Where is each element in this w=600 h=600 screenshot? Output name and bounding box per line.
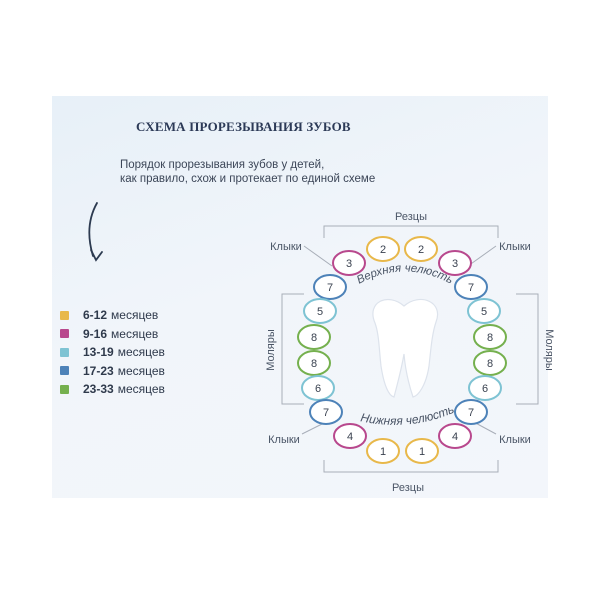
tooth: 7 [309, 399, 343, 425]
tooth: 8 [473, 350, 507, 376]
legend-range: 6-12 [83, 308, 108, 323]
tooth-number: 1 [380, 446, 386, 458]
tooth-number: 5 [481, 306, 487, 318]
tooth: 5 [467, 298, 501, 324]
upper-left-canine-leader [303, 245, 333, 267]
lower-jaw-label: Нижняя челюсть [359, 402, 456, 428]
subtitle-line-1: Порядок прорезывания зубов у детей, [120, 159, 325, 171]
tooth-number: 8 [487, 332, 493, 344]
curved-arrow-icon [88, 202, 103, 262]
legend-range: 17-23 [83, 363, 114, 378]
lower-jaw-text: Нижняя челюсть [359, 402, 456, 428]
legend-item: 6-12 месяцев [60, 306, 165, 325]
subtitle: Порядок прорезывания зубов у детей, как … [120, 158, 420, 186]
legend-swatch [60, 347, 69, 357]
right-molars-bracket [516, 293, 539, 405]
left-molars-bracket [281, 293, 304, 405]
tooth: 7 [313, 274, 347, 300]
tooth: 6 [301, 375, 335, 401]
legend-range: 23-33 [83, 382, 114, 397]
tooth-number: 8 [487, 358, 493, 370]
tooth-number: 8 [311, 358, 317, 370]
tooth-number: 7 [323, 407, 329, 419]
tooth: 7 [454, 399, 488, 425]
tooth: 7 [454, 274, 488, 300]
tooth-number: 8 [311, 332, 317, 344]
tooth-number: 4 [452, 431, 458, 443]
legend-unit: месяцев [117, 345, 165, 360]
legend-item: 23-33 месяцев [60, 380, 165, 399]
lower-right-canines-label: Клыки [499, 434, 531, 446]
legend-swatch [60, 310, 69, 320]
lower-left-canines-label: Клыки [268, 434, 300, 446]
tooth: 8 [297, 324, 331, 350]
page-title: СХЕМА ПРОРЕЗЫВАНИЯ ЗУБОВ [136, 119, 351, 134]
tooth-number: 6 [482, 383, 488, 395]
legend-unit: месяцев [111, 308, 159, 323]
tooth-number: 2 [418, 244, 424, 256]
legend-item: 13-19 месяцев [60, 343, 165, 362]
tooth-number: 1 [419, 446, 425, 458]
tooth-number: 7 [468, 407, 474, 419]
legend-item: 9-16 месяцев [60, 325, 165, 344]
lower-incisors-label: Резцы [392, 482, 424, 494]
bracket-lines [281, 225, 539, 473]
legend-swatch [60, 366, 69, 376]
subtitle-line-2: как правило, схож и протекает по единой … [120, 173, 376, 185]
lower-incisors-bracket [323, 460, 499, 473]
tooth: 8 [473, 324, 507, 350]
legend-unit: месяцев [117, 382, 165, 397]
tooth-number: 5 [317, 306, 323, 318]
tooth-number: 3 [452, 258, 458, 270]
tooth-number: 6 [315, 383, 321, 395]
right-molars-label: Моляры [543, 329, 555, 371]
upper-right-canine-leader [467, 245, 497, 267]
tooth-number: 7 [468, 282, 474, 294]
tooth: 2 [366, 236, 400, 262]
legend-swatch [60, 384, 69, 394]
tooth: 1 [366, 438, 400, 464]
tooth: 4 [438, 423, 472, 449]
tooth: 5 [303, 298, 337, 324]
tooth: 8 [297, 350, 331, 376]
legend-swatch [60, 329, 69, 339]
legend-unit: месяцев [111, 326, 159, 341]
tooth: 3 [332, 250, 366, 276]
upper-right-canines-label: Клыки [499, 241, 531, 253]
left-molars-label: Моляры [265, 329, 277, 371]
legend-item: 17-23 месяцев [60, 362, 165, 381]
tooth-number: 4 [347, 431, 353, 443]
upper-incisors-bracket [323, 225, 499, 238]
tooth-number: 7 [327, 282, 333, 294]
legend-range: 13-19 [83, 345, 114, 360]
legend-unit: месяцев [117, 363, 165, 378]
lower-teeth: 8 8 6 6 7 7 4 4 [297, 350, 507, 464]
legend-range: 9-16 [83, 326, 108, 341]
tooth: 6 [468, 375, 502, 401]
tooth-number: 2 [380, 244, 386, 256]
tooth: 4 [333, 423, 367, 449]
tooth: 2 [404, 236, 438, 262]
upper-incisors-label: Резцы [395, 211, 427, 223]
upper-left-canines-label: Клыки [270, 241, 302, 253]
tooth: 1 [405, 438, 439, 464]
tooth: 3 [438, 250, 472, 276]
legend: 6-12 месяцев 9-16 месяцев 13-19 месяцев … [60, 306, 165, 399]
tooth-icon [372, 298, 439, 398]
upper-teeth: 2 2 3 3 7 7 5 5 [297, 236, 507, 350]
tooth-number: 3 [346, 258, 352, 270]
